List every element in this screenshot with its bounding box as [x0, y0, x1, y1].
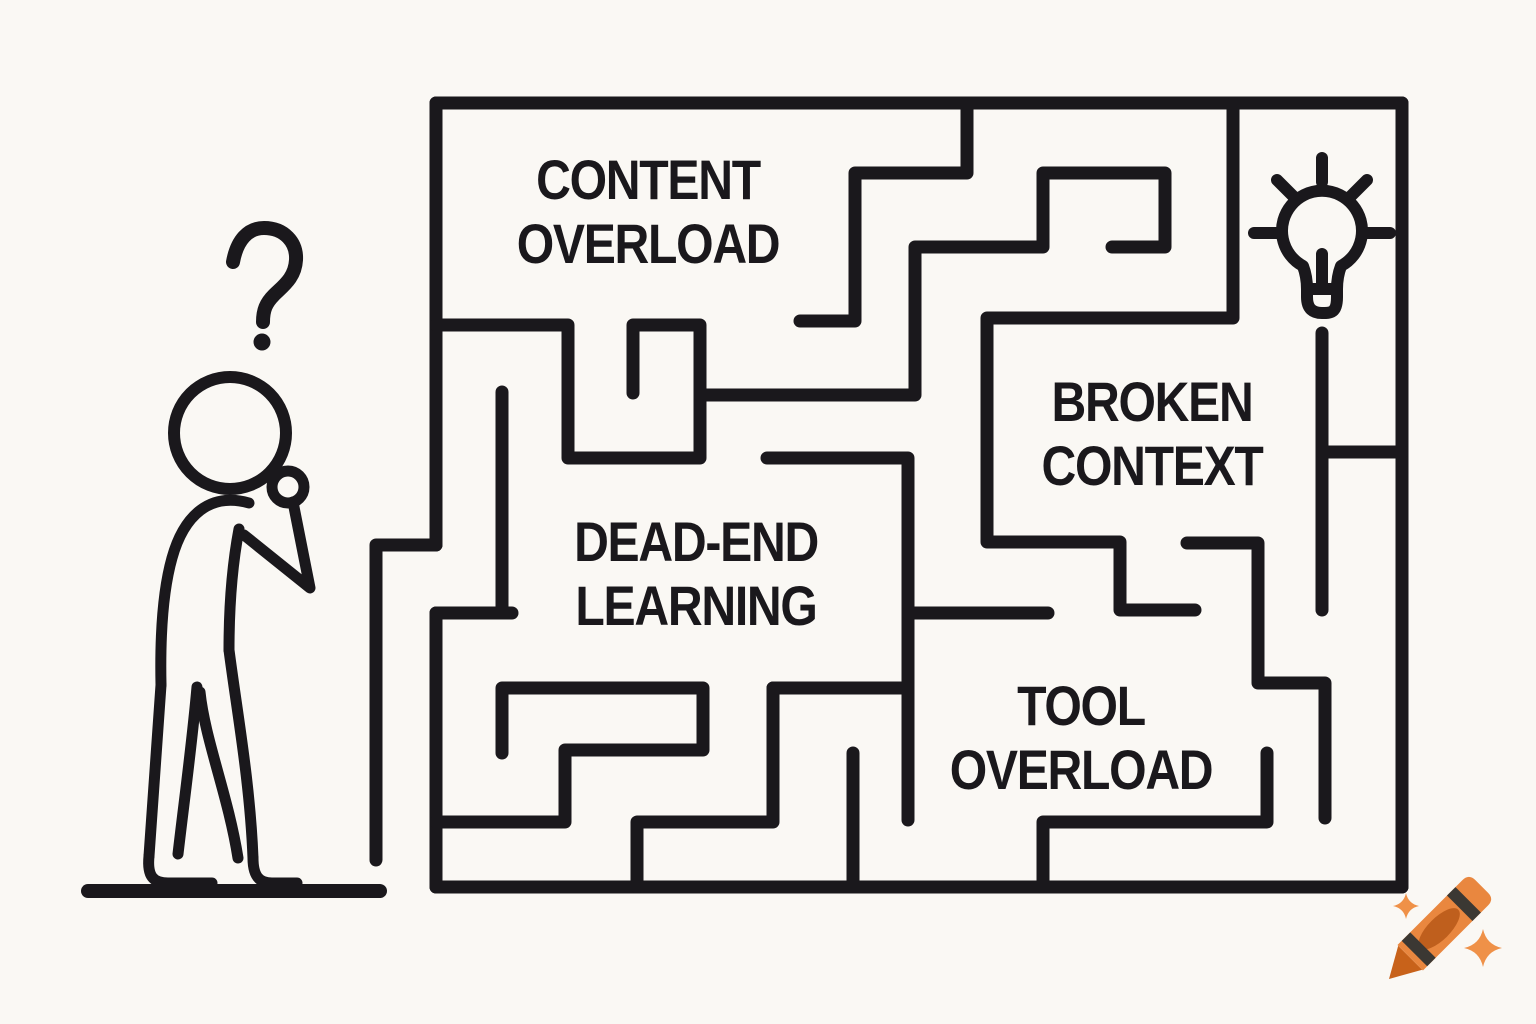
crayon-icon: [1389, 876, 1492, 979]
maze-wall: [1180, 536, 1332, 825]
thinking-person-icon: [81, 371, 387, 898]
maze-entrance-jut: [369, 538, 443, 867]
maze-wall: [429, 681, 710, 829]
maze-label-dead-end-learning: DEAD-END LEARNING: [574, 510, 819, 637]
maze-wall: [429, 166, 1172, 465]
crayon-label-oval: [1418, 908, 1460, 950]
crayon-stripe-near: [1401, 932, 1436, 967]
person-back-foot: [143, 850, 218, 889]
maze-wall: [626, 318, 707, 402]
lightbulb-ray-upleft: [1271, 174, 1299, 202]
maze-wall: [980, 96, 1240, 617]
lightbulb-glass: [1276, 184, 1368, 295]
lightbulb-icon: [1248, 152, 1396, 319]
maze-wall: [793, 96, 974, 328]
maze-label-content-overload: CONTENT OVERLOAD: [516, 148, 781, 275]
maze: [369, 96, 1409, 894]
person-back-leg-inner: [172, 681, 203, 860]
maze-wall: [1036, 746, 1274, 894]
crayon-stripe-far: [1446, 887, 1481, 922]
crayon-tip: [1389, 945, 1423, 979]
lightbulb-base: [1301, 283, 1343, 319]
lightbulb-ray-upright: [1345, 174, 1373, 202]
maze-label-broken-context: BROKEN CONTEXT: [1041, 370, 1263, 497]
maze-wall: [630, 681, 780, 894]
person-back-leg: [143, 679, 167, 862]
maze-wall: [760, 451, 915, 827]
person-head: [168, 371, 292, 495]
person-front-foot: [247, 852, 303, 889]
person-chest: [223, 523, 245, 656]
person-back: [155, 494, 255, 691]
person-front-leg: [223, 644, 259, 864]
sparkle-icon: [1393, 893, 1502, 967]
question-mark-hook: [226, 221, 303, 329]
person-front-leg-inner: [194, 686, 244, 864]
sparkle-large: [1464, 929, 1502, 967]
maze-label-tool-overload: TOOL OVERLOAD: [949, 674, 1214, 801]
question-mark-icon: [226, 221, 303, 351]
person-arm: [238, 496, 316, 594]
question-mark-dot: [253, 333, 271, 351]
person-fist: [266, 465, 310, 509]
sparkle-small: [1393, 893, 1419, 919]
